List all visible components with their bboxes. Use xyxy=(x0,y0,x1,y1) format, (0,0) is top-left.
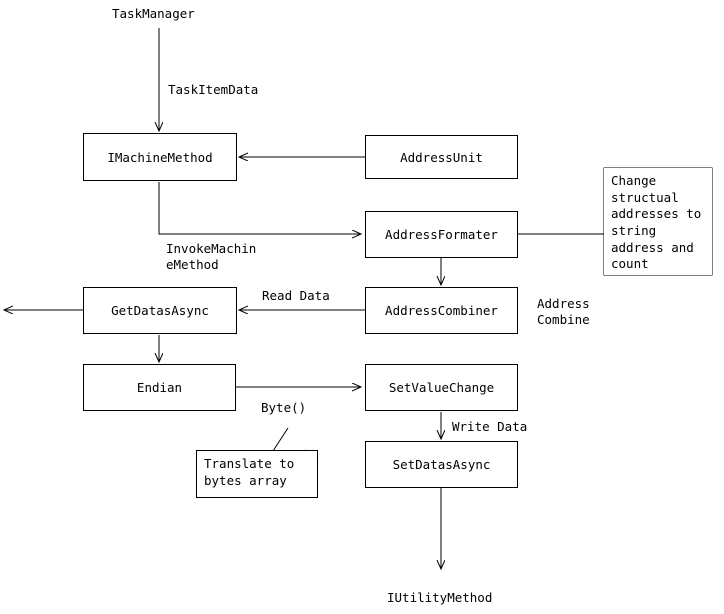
node-addressformater[interactable]: AddressFormater xyxy=(365,211,518,258)
node-endian[interactable]: Endian xyxy=(83,364,236,411)
label-taskitemdata: TaskItemData xyxy=(168,82,259,97)
label-iutilitymethod: IUtilityMethod xyxy=(387,590,493,605)
note-change-structual-addresses: Change structual addresses to string add… xyxy=(604,168,712,275)
node-addresscombiner[interactable]: AddressCombiner xyxy=(365,287,518,334)
edge-imachinemethod-addressformater xyxy=(158,182,361,234)
node-setvaluechange[interactable]: SetValueChange xyxy=(365,364,518,411)
label-taskmanager: TaskManager xyxy=(112,6,195,21)
label-byte: Byte() xyxy=(261,400,307,415)
label-read-data: Read Data xyxy=(262,288,330,303)
note-translate-to-bytes-array: Translate to bytes array xyxy=(196,450,318,498)
node-addressunit[interactable]: AddressUnit xyxy=(365,135,518,179)
label-address-combine: Address Combine xyxy=(537,296,590,327)
label-invokemachinemethod: InvokeMachin eMethod xyxy=(166,241,257,272)
node-imachinemethod[interactable]: IMachineMethod xyxy=(83,133,237,181)
node-getdatasasync[interactable]: GetDatasAsync xyxy=(83,287,237,334)
node-setdatasasync[interactable]: SetDatasAsync xyxy=(365,441,518,488)
label-write-data: Write Data xyxy=(452,419,528,434)
